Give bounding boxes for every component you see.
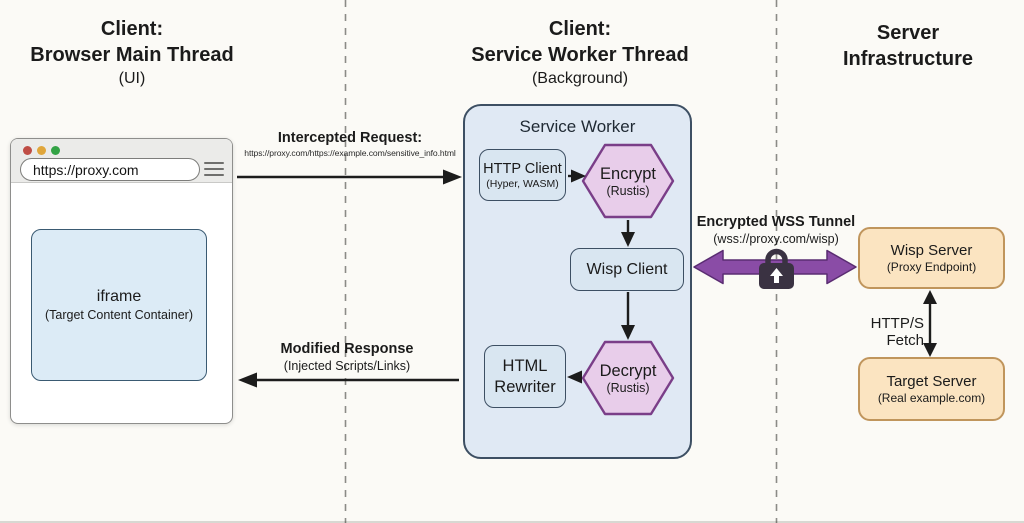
wss-tunnel-label: Encrypted WSS Tunnel	[696, 214, 856, 230]
wisp-server-label: Wisp Server	[890, 242, 973, 259]
modified-response-label: Modified Response	[280, 341, 414, 357]
modified-response-arrow	[238, 372, 459, 388]
intercepted-request-arrow	[237, 169, 462, 185]
html-rewriter-label-line2: Rewriter	[494, 377, 556, 396]
wisp-server-sublabel: (Proxy Endpoint)	[886, 260, 977, 274]
decrypt-node: Decrypt (Rustis)	[581, 340, 675, 416]
wisp-client-label: Wisp Client	[586, 260, 668, 278]
iframe-sublabel: (Target Content Container)	[45, 308, 193, 322]
middle-column-title-line2: Service Worker Thread	[471, 44, 689, 66]
window-minimize-icon	[37, 146, 46, 155]
intercepted-request-label: Intercepted Request:	[277, 130, 423, 146]
wisp-server-node: Wisp Server (Proxy Endpoint)	[858, 227, 1005, 289]
target-server-label: Target Server	[886, 373, 977, 390]
html-rewriter-label-line1: HTML	[502, 356, 548, 375]
address-bar: https://proxy.com	[20, 158, 200, 181]
right-column-title-line2: Infrastructure	[842, 48, 974, 70]
middle-column-title: Client: Service Worker Thread (Backgroun…	[450, 16, 710, 90]
service-worker-title: Service Worker	[519, 117, 636, 136]
right-column-title-line1: Server	[876, 22, 940, 44]
window-maximize-icon	[51, 146, 60, 155]
menu-icon	[204, 162, 224, 176]
left-column-title-line2: Browser Main Thread	[30, 44, 234, 66]
decrypt-sublabel: (Rustis)	[606, 380, 650, 395]
encrypt-node: Encrypt (Rustis)	[581, 143, 675, 219]
image-bottom-edge	[0, 521, 1024, 523]
wss-tunnel-arrow	[693, 249, 857, 285]
iframe-label: iframe	[96, 288, 142, 305]
left-column-title: Client: Browser Main Thread (UI)	[12, 16, 252, 90]
target-server-sublabel: (Real example.com)	[877, 391, 986, 405]
browser-titlebar: https://proxy.com	[11, 139, 232, 183]
iframe-container: iframe (Target Content Container)	[31, 229, 207, 381]
decrypt-label: Decrypt	[599, 361, 657, 380]
target-server-node: Target Server (Real example.com)	[858, 357, 1005, 421]
https-fetch-label: HTTP/S Fetch	[870, 315, 924, 349]
browser-window: https://proxy.com iframe (Target Content…	[10, 138, 233, 424]
encrypt-sublabel: (Rustis)	[606, 183, 650, 198]
right-column-title: Server Infrastructure	[798, 20, 1018, 72]
encrypt-label: Encrypt	[600, 164, 656, 183]
modified-response-sublabel: (Injected Scripts/Links)	[283, 359, 411, 373]
http-client-label: HTTP Client	[483, 160, 562, 177]
left-column-subtitle: (UI)	[118, 70, 146, 87]
wisp-client-node: Wisp Client	[570, 248, 684, 291]
https-fetch-arrow	[923, 290, 937, 357]
middle-column-title-line1: Client:	[548, 18, 612, 40]
hexagon-shape	[581, 340, 675, 416]
html-rewriter-node: HTML Rewriter	[484, 345, 566, 408]
window-close-icon	[23, 146, 32, 155]
http-client-node: HTTP Client (Hyper, WASM)	[479, 149, 566, 201]
left-column-title-line1: Client:	[100, 18, 164, 40]
middle-column-subtitle: (Background)	[531, 70, 629, 87]
wss-tunnel-sublabel: (wss://proxy.com/wisp)	[713, 232, 839, 246]
http-client-sublabel: (Hyper, WASM)	[486, 177, 559, 190]
address-bar-url: https://proxy.com	[33, 161, 139, 178]
intercepted-request-url: https://proxy.com/https://example.com/se…	[244, 148, 456, 158]
lock-icon	[759, 248, 794, 289]
